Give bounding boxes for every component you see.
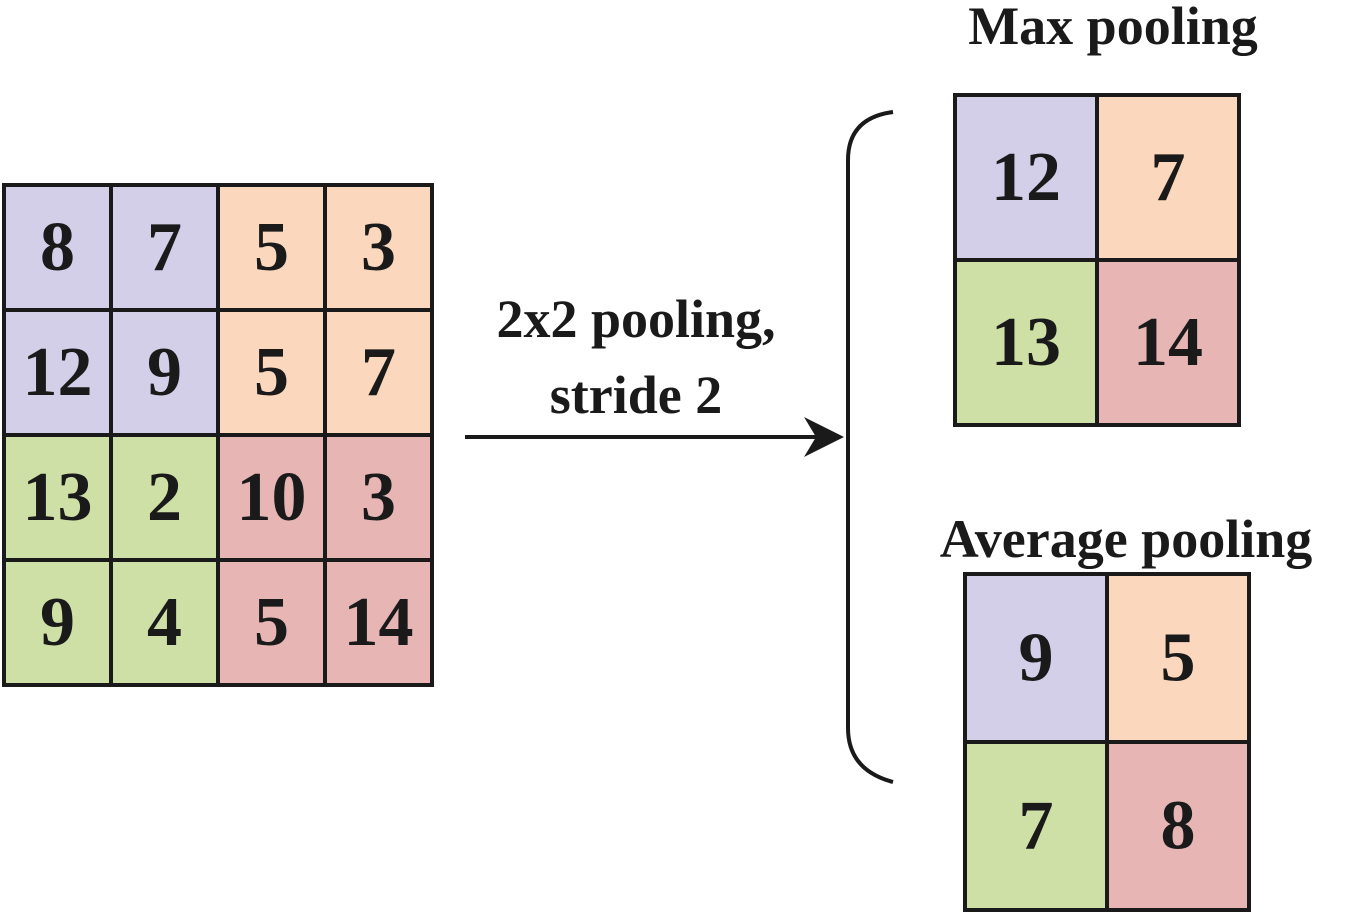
max-pooling-cell-box: [1095, 93, 1241, 262]
average-pooling-cell-value: 9: [1019, 620, 1054, 697]
input-cell: 10: [216, 433, 327, 562]
max-pooling-cell-value: 7: [1151, 139, 1186, 216]
average-pooling-cell-value: 8: [1161, 788, 1196, 865]
input-cell-value: 10: [237, 459, 307, 536]
max-pooling-cell: 12: [953, 93, 1099, 262]
input-cell-value: 5: [254, 584, 289, 661]
input-cell: 7: [323, 308, 434, 437]
input-cell-box: [323, 183, 434, 312]
input-cell: 5: [216, 308, 327, 437]
input-cell: 2: [109, 433, 220, 562]
input-cell: 7: [109, 183, 220, 312]
max-pooling-cell-box: [953, 258, 1099, 427]
input-cell-value: 13: [23, 459, 93, 536]
max-pooling-cell: 13: [953, 258, 1099, 427]
input-cell-box: [2, 558, 113, 687]
max-pooling-cell-box: [1095, 258, 1241, 427]
max-pooling-cell: 7: [1095, 93, 1241, 262]
input-cell-value: 2: [147, 459, 182, 536]
input-cell-value: 7: [361, 334, 396, 411]
input-cell-value: 9: [147, 334, 182, 411]
average-pooling-cell: 9: [963, 572, 1109, 744]
input-cell-value: 12: [23, 334, 93, 411]
average-pooling-cell-value: 5: [1161, 620, 1196, 697]
input-cell-box: [323, 308, 434, 437]
input-cell: 14: [323, 558, 434, 687]
average-pooling-cell-box: [1105, 740, 1251, 912]
max-pooling-cell: 14: [1095, 258, 1241, 427]
average-pooling-cell-value: 7: [1019, 788, 1054, 865]
input-cell-value: 9: [40, 584, 75, 661]
input-cell: 9: [109, 308, 220, 437]
max-pooling-grid: 12 7 13 14: [953, 93, 1241, 427]
input-cell-value: 5: [254, 334, 289, 411]
input-cell: 5: [216, 183, 327, 312]
input-cell-box: [109, 558, 220, 687]
average-pooling-cell-box: [963, 740, 1109, 912]
input-cell-box: [109, 308, 220, 437]
input-cell-value: 14: [344, 584, 414, 661]
operation-label: 2x2 pooling, stride 2: [496, 289, 775, 425]
max-pooling-cell-value: 13: [991, 304, 1061, 381]
input-cell-box: [2, 183, 113, 312]
average-pooling-title: Average pooling: [940, 509, 1312, 569]
operation-label-line1: 2x2 pooling,: [496, 289, 775, 349]
input-cell-value: 8: [40, 209, 75, 286]
input-cell-box: [323, 558, 434, 687]
max-pooling-cell-value: 12: [991, 139, 1061, 216]
average-pooling-cell: 5: [1105, 572, 1251, 744]
operation-label-line2: stride 2: [550, 365, 722, 425]
average-pooling-cell: 7: [963, 740, 1109, 912]
input-cell: 4: [109, 558, 220, 687]
input-cell: 12: [2, 308, 113, 437]
max-pooling-cell-value: 14: [1133, 304, 1203, 381]
max-pooling-title: Max pooling: [968, 0, 1258, 56]
input-cell-box: [323, 433, 434, 562]
input-cell: 3: [323, 433, 434, 562]
input-cell-value: 3: [361, 459, 396, 536]
input-cell-value: 4: [147, 584, 182, 661]
input-cell: 8: [2, 183, 113, 312]
average-pooling-grid: 9 5 7 8: [963, 572, 1251, 912]
input-cell-value: 7: [147, 209, 182, 286]
input-cell-box: [109, 433, 220, 562]
input-cell-value: 5: [254, 209, 289, 286]
curly-brace: [846, 110, 894, 784]
input-cell-value: 3: [361, 209, 396, 286]
input-cell: 5: [216, 558, 327, 687]
average-pooling-cell: 8: [1105, 740, 1251, 912]
input-cell: 9: [2, 558, 113, 687]
input-cell: 3: [323, 183, 434, 312]
input-cell: 13: [2, 433, 113, 562]
